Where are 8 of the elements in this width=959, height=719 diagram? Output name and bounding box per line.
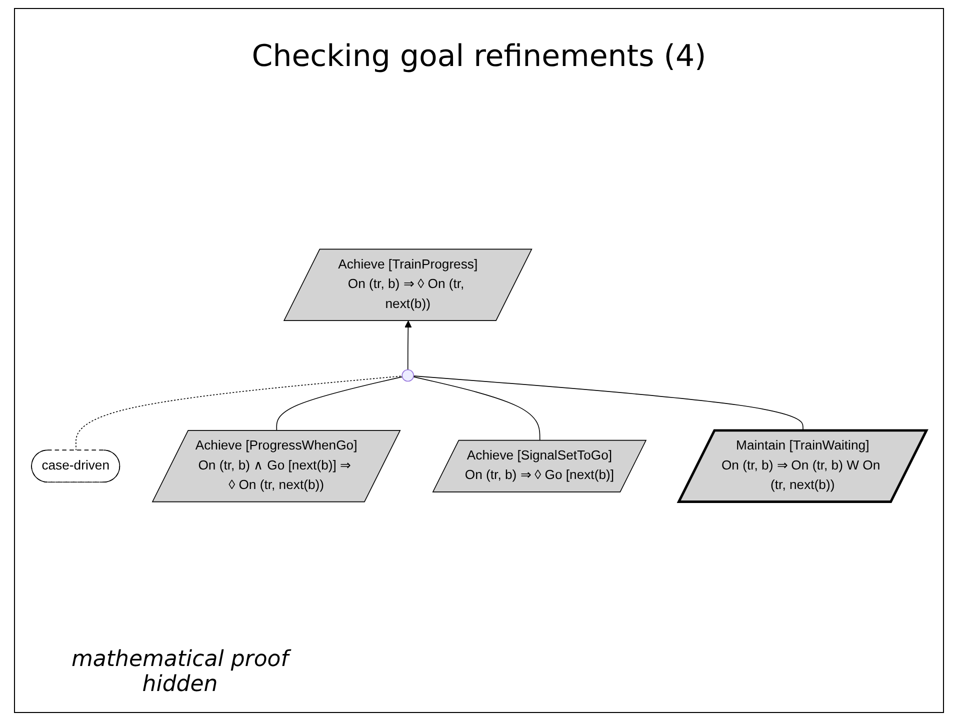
connector <box>276 376 403 432</box>
node-circle <box>402 369 414 382</box>
connector <box>76 376 403 451</box>
diagram-title: Checking goal refinements (4) <box>250 39 708 74</box>
connector <box>413 376 804 432</box>
arrow <box>404 320 412 370</box>
connector <box>413 376 540 442</box>
note-text: mathematical proof hidden <box>55 647 305 697</box>
